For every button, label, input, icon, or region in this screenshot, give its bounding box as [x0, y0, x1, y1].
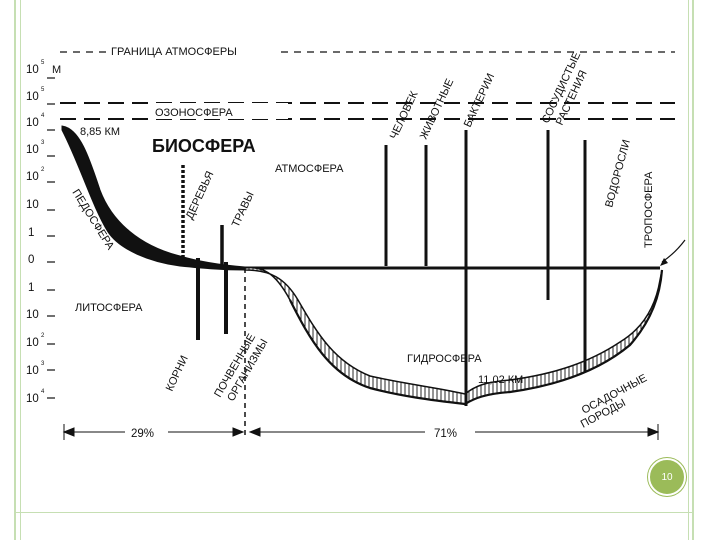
axis-tick-marks: [47, 77, 55, 399]
svg-text:3: 3: [41, 140, 45, 146]
svg-text:4: 4: [41, 389, 45, 395]
algae-label: ВОДОРОСЛИ: [603, 138, 633, 208]
svg-text:2: 2: [41, 333, 45, 339]
svg-text:4: 4: [41, 113, 45, 119]
slide-frame-left-inner: [20, 0, 21, 540]
slide-frame-bottom: [14, 512, 694, 513]
percent-arrows: [62, 424, 660, 440]
axis-label-3: 10: [26, 144, 39, 156]
axis-label-11: 10: [26, 365, 39, 377]
axis-label-9: 10: [26, 309, 39, 321]
hydrosphere-label: ГИДРОСФЕРА: [407, 353, 482, 365]
depth-label: 11,02 КМ: [478, 374, 523, 386]
slide-frame-right-inner: [688, 0, 689, 540]
human-label: ЧЕЛОВЕК: [388, 89, 421, 141]
ozonosphere-label-bg: [150, 103, 288, 119]
axis-label-12: 10: [26, 393, 39, 405]
organism-bars: [181, 130, 587, 406]
land-percent-label: 29%: [131, 428, 154, 440]
animals-label: ЖИВОТНЫЕ: [418, 77, 456, 141]
axis-label-1: 10: [26, 91, 39, 103]
grasses-label: ТРАВЫ: [230, 190, 257, 229]
svg-text:5: 5: [41, 60, 45, 66]
bacteria-label: БАКТЕРИИ: [462, 72, 497, 130]
troposphere-label: ТРОПОСФЕРА: [643, 171, 655, 248]
atmosphere-boundary-label: ГРАНИЦА АТМОСФЕРЫ: [111, 46, 237, 58]
trees-label: ДЕРЕВЬЯ: [184, 170, 217, 222]
troposphere-arrow-icon: [660, 258, 668, 266]
svg-text:5: 5: [41, 87, 45, 93]
ocean-percent-label: 71%: [434, 428, 457, 440]
lithosphere-label: ЛИТОСФЕРА: [75, 302, 143, 314]
svg-text:3: 3: [41, 361, 45, 367]
axis-label-7: 0: [28, 254, 34, 266]
boundary-label-bg: [106, 42, 276, 58]
axis-label-0: 10: [26, 64, 39, 76]
troposphere-boundary: [661, 239, 686, 263]
roots-label: КОРНИ: [164, 354, 191, 394]
unit-label: М: [52, 64, 61, 76]
ocean-basin-bottom-edge: [289, 269, 664, 406]
slide-frame-right: [692, 0, 694, 540]
ozonosphere-label: ОЗОНОСФЕРА: [155, 107, 233, 119]
axis-labels: 105 М 105 104 103 102 10 1 0 1 10 102 10…: [26, 60, 61, 405]
biosphere-title: БИОСФЕРА: [152, 136, 256, 156]
axis-label-6: 1: [28, 227, 34, 239]
axis-label-10: 10: [26, 337, 39, 349]
axis-label-8: 1: [28, 282, 34, 294]
page-number-badge: 10: [648, 458, 686, 496]
svg-text:2: 2: [41, 167, 45, 173]
axis-label-5: 10: [26, 199, 39, 211]
ocean-basin: [244, 266, 663, 405]
atmosphere-label: АТМОСФЕРА: [275, 163, 344, 175]
slide-frame-left: [14, 0, 16, 540]
height-label: 8,85 КМ: [80, 126, 120, 138]
axis-label-2: 10: [26, 117, 39, 129]
axis-label-4: 10: [26, 171, 39, 183]
